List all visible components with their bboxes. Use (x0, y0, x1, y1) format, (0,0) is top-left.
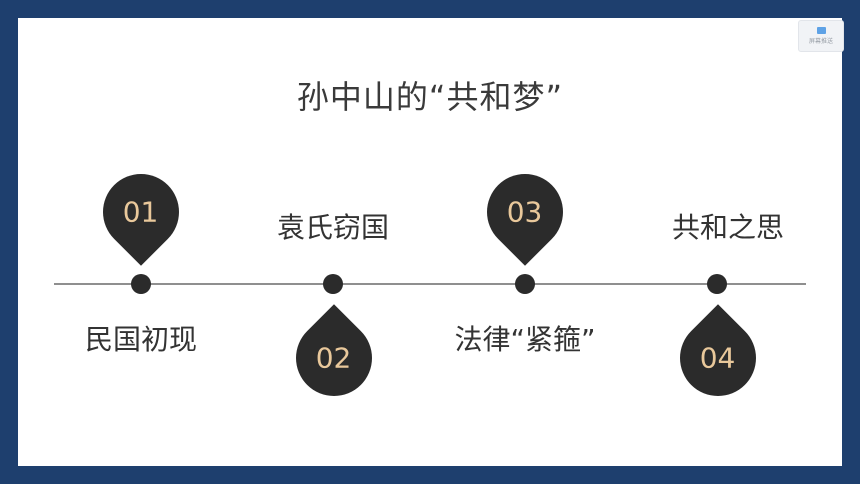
timeline-dot-1 (131, 274, 151, 294)
timeline-label-1: 民国初现 (84, 323, 197, 356)
timeline-line (54, 283, 806, 285)
timeline-number-1: 01 (123, 195, 159, 229)
timeline-label-4: 共和之思 (671, 211, 784, 244)
timeline-label-2: 袁氏窃国 (276, 211, 389, 244)
timeline-number-4: 04 (700, 341, 736, 375)
timeline-number-3: 03 (507, 195, 543, 229)
timeline-dot-2 (323, 274, 343, 294)
timeline-dot-4 (707, 274, 727, 294)
slide-title: 孙中山的“共和梦” (296, 78, 564, 116)
screen-cast-label: 屏幕推送 (808, 38, 833, 45)
timeline-label-3: 法律“紧箍” (454, 323, 596, 356)
timeline-dot-3 (515, 274, 535, 294)
screen-cast-icon (816, 27, 826, 34)
screen-cast-button[interactable]: 屏幕推送 (798, 20, 844, 52)
timeline-number-2: 02 (316, 341, 352, 375)
